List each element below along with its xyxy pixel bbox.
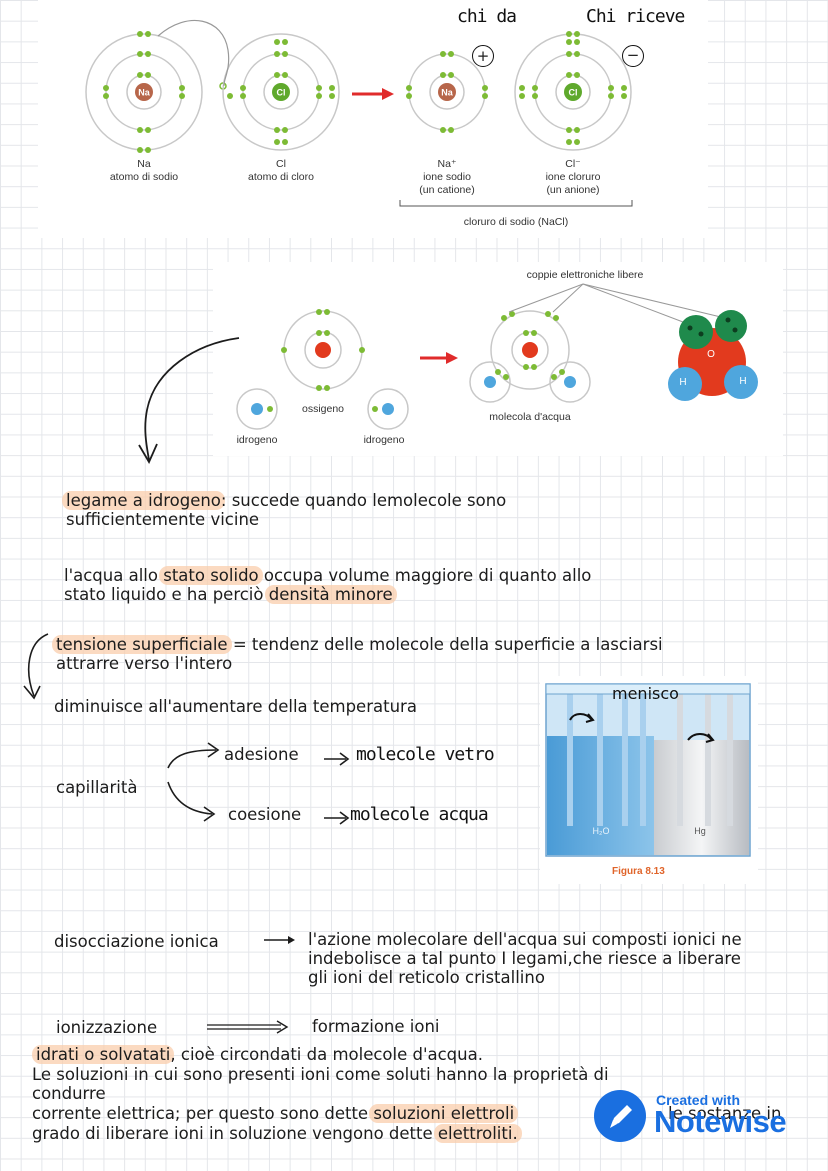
nacl-bracket-label: cloruro di sodio (NaCl) [463,216,569,228]
svg-text:Cl: Cl [277,88,286,98]
sodium-ion: Na [406,51,488,133]
ionization-arrow-icon [207,1020,289,1034]
cohesion-arrow-icon [324,811,350,825]
water-molecule-diagram: O H H [236,283,758,430]
hydrogen-left-label: idrogeno [236,434,278,446]
svg-text:Hg: Hg [694,826,706,836]
dissociation-definition-line2: indebolisce a tal punto I legami,che rie… [308,949,741,968]
hydrogen-bond-term: legame a idrogeno [62,491,225,510]
surface-tension-term: tensione superficiale [52,635,232,654]
reaction-arrow [352,88,394,100]
meniscus-diagram: H₂O Hg [545,683,751,857]
svg-text:Na: Na [441,88,453,98]
ionization-result: formazione ioni [312,1017,440,1036]
solutions-note-line1: Le soluzioni in cui sono presenti ioni c… [32,1065,609,1084]
ionic-bond-figure: Na Cl [38,0,708,238]
svg-text:H: H [679,377,686,388]
hydrogen-bond-note: legame a idrogeno: succede quando lemole… [62,491,506,510]
sodium-chloride-bracket [399,200,633,207]
notewise-watermark: Created with Notewise [594,1088,814,1148]
water-molecule-figure: O H H coppie elettroniche libere ossigen… [213,262,783,456]
sodium-atom: Na [85,31,227,153]
ice-density-note-line2: stato liquido e ha perciò densità minore [64,585,397,604]
adhesion-arrow-icon [324,752,350,766]
hydrogen-bond-note-line2: sufficientemente vicine [66,510,260,529]
solutions-note-line2: condurre [32,1084,106,1103]
na-ion-caption: Na⁺ ione sodio (un catione) [419,158,475,196]
adhesion-note: molecole vetro [356,744,495,765]
svg-text:O: O [707,349,715,360]
adhesion-label: adesione [224,745,299,764]
hydrated-note: idrati o solvatati, cioè circondati da m… [32,1045,483,1064]
dissociation-definition-line1: l'azione molecolare dell'acqua sui compo… [308,930,742,949]
plus-charge-icon: + [472,45,494,67]
surface-tension-note-line2: attrarre verso l'intero [56,654,233,673]
cl-caption: Cl atomo di cloro [248,158,314,183]
solutions-note-line4: grado di liberare ioni in soluzione veng… [32,1124,522,1143]
svg-text:H₂O: H₂O [593,826,610,836]
cohesion-label: coesione [228,805,302,824]
solutions-note-line3: corrente elettrica; per questo sono dett… [32,1104,519,1123]
meniscus-figure-caption: Figura 8.13 [612,866,665,877]
watermark-notewise: Notewise [654,1104,787,1139]
oxygen-label: ossigeno [301,403,345,415]
water-molecule-label: molecola d'acqua [489,411,571,423]
water-space-filling-model: O H H [668,310,758,401]
water-molecule-shell [469,310,591,403]
notewise-logo-icon [594,1090,646,1142]
ionic-bond-diagram: Na Cl [85,20,633,207]
water-reaction-arrow [420,352,458,364]
electrolytic-solutions-term: soluzioni elettroli [369,1104,519,1123]
meniscus-label: menisco [612,684,679,703]
meniscus-figure: H₂O Hg menisco Figura 8.13 [540,676,758,884]
cohesion-note: molecole acqua [350,804,489,825]
svg-text:H: H [739,376,746,387]
capillarity-label: capillarità [56,778,138,797]
watermark-created-with: Created with [656,1092,741,1108]
hydrogen-atom-left [236,388,278,430]
oxygen-atom [281,309,365,391]
lone-pairs-label: coppie elettroniche libere [526,269,644,281]
chloride-ion: Cl [514,31,632,151]
lower-density-term: densità minore [264,585,397,604]
handwritten-giver-label: chi da [457,6,517,27]
handwritten-receiver-label: Chi riceve [586,6,685,27]
capillarity-branch-arrows [167,742,220,822]
solutions-note-line3-end: le sostanze in [668,1104,782,1123]
svg-text:Na: Na [138,88,150,98]
hand-drawn-down-arrow [138,337,240,464]
svg-text:Cl: Cl [569,88,578,98]
minus-charge-icon: − [622,45,644,67]
cl-ion-caption: Cl⁻ ione cloruro (un anione) [545,158,601,196]
hydrogen-atom-right [367,388,409,430]
dissociation-term: disocciazione ionica [54,932,219,951]
chlorine-atom: Cl [222,33,340,151]
hydrated-term: idrati o solvatati [32,1045,175,1064]
ice-density-note: l'acqua allo stato solido occupa volume … [64,566,592,585]
dissociation-arrow-icon [264,936,295,944]
solid-state-term: stato solido [159,566,263,585]
surface-tension-bracket-arrow [23,633,49,700]
ionization-term: ionizzazione [56,1018,158,1037]
electrolytes-term: elettroliti. [433,1124,522,1143]
surface-tension-temperature-note: diminuisce all'aumentare della temperatu… [54,697,417,716]
surface-tension-note: tensione superficiale = tendenz delle mo… [52,635,663,654]
na-caption: Na atomo di sodio [109,158,179,183]
hydrogen-right-label: idrogeno [363,434,405,446]
lone-pair-leader-lines [508,283,726,323]
dissociation-definition-line3: gli ioni del reticolo cristallino [308,968,545,987]
